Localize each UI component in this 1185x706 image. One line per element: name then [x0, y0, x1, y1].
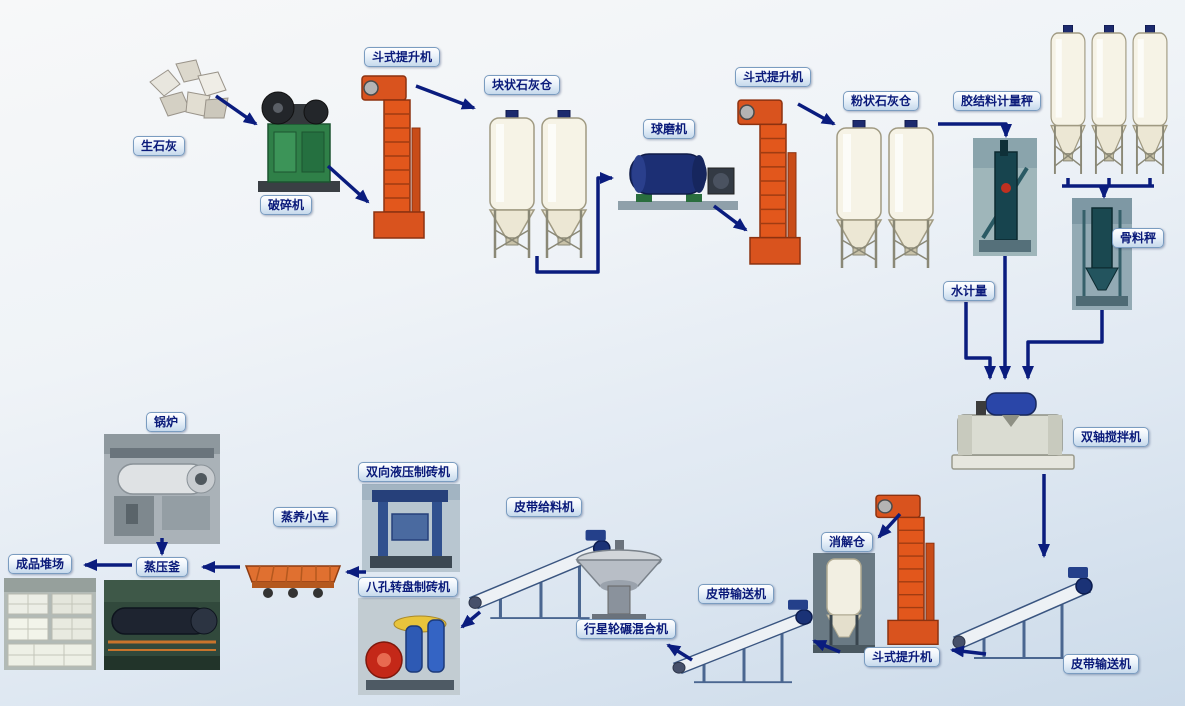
powder-lime-silo-image-2: [885, 120, 937, 272]
aggregate-silo-image-3: [1130, 25, 1170, 178]
label-double-shaft-mixer: 双轴搅拌机: [1073, 427, 1150, 447]
label-crusher: 破碎机: [260, 195, 313, 215]
quicklime-rocks-image: [140, 52, 235, 130]
planetary-mixer-image: [572, 538, 668, 626]
belt-conveyor-mid-image: [670, 598, 822, 684]
label-hydraulic-press: 双向液压制砖机: [358, 462, 459, 482]
aggregate-scale-image: [1072, 198, 1132, 310]
label-ball-mill: 球磨机: [643, 119, 696, 139]
label-digestion-silo: 消解仓: [821, 532, 874, 552]
aggregate-silo-image-2: [1089, 25, 1129, 178]
double-shaft-mixer-image: [950, 385, 1078, 473]
label-bucket-elevator-3: 斗式提升机: [864, 647, 941, 667]
lump-lime-silo-image-2: [538, 110, 590, 262]
ball-mill-image: [616, 138, 742, 214]
binder-scale-image: [973, 138, 1037, 256]
label-aggregate-scale: 骨料秤: [1112, 228, 1165, 248]
label-bucket-elevator-2: 斗式提升机: [735, 67, 812, 87]
jaw-crusher-image: [250, 82, 346, 195]
product-yard-image: [4, 578, 96, 670]
label-belt-conveyor-right: 皮带输送机: [1063, 654, 1140, 674]
label-lump-lime-silo: 块状石灰仓: [484, 75, 561, 95]
bucket-elevator-3-image: [874, 488, 946, 648]
label-powder-lime-silo: 粉状石灰仓: [843, 91, 920, 111]
label-quicklime: 生石灰: [133, 136, 186, 156]
boiler-image: [104, 434, 220, 544]
label-boiler: 锅炉: [146, 412, 187, 432]
lump-lime-silo-image-1: [486, 110, 538, 262]
steam-trolley-image: [242, 548, 344, 602]
label-binder-scale: 胶结料计量秤: [953, 91, 1042, 111]
label-steam-trolley: 蒸养小车: [273, 507, 338, 527]
label-water-meter: 水计量: [943, 281, 996, 301]
label-belt-conveyor-mid: 皮带输送机: [698, 584, 775, 604]
label-autoclave: 蒸压釜: [136, 557, 189, 577]
belt-conveyor-right-image: [950, 565, 1102, 660]
label-belt-feeder: 皮带给料机: [506, 497, 583, 517]
digestion-silo-image: [813, 553, 875, 653]
label-rotary-press: 八孔转盘制砖机: [358, 577, 459, 597]
hydraulic-press-image: [362, 484, 460, 572]
bucket-elevator-1-image: [360, 68, 432, 242]
aggregate-silo-image-1: [1048, 25, 1088, 178]
label-planetary-mixer: 行星轮碾混合机: [576, 619, 677, 639]
powder-lime-silo-image-1: [833, 120, 885, 272]
label-product-yard: 成品堆场: [8, 554, 73, 574]
autoclave-image: [104, 580, 220, 670]
label-bucket-elevator-1: 斗式提升机: [364, 47, 441, 67]
rotary-press-image: [358, 598, 460, 695]
bucket-elevator-2-image: [736, 92, 808, 268]
